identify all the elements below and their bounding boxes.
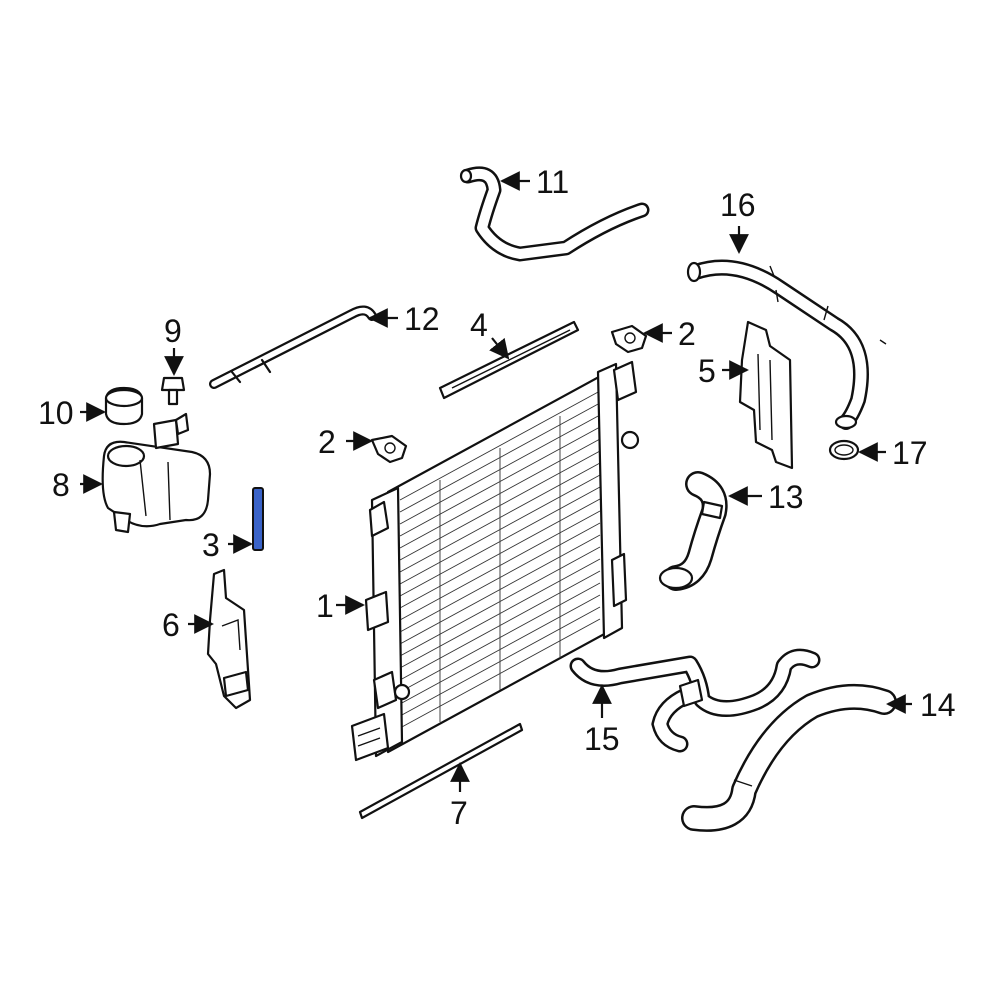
bypass-hose-assembly (569, 648, 821, 753)
callout-13: 13 (768, 479, 804, 515)
lower-radiator-hose (658, 471, 728, 591)
o-ring (828, 439, 860, 461)
upper-air-seal (438, 320, 580, 400)
callout-2: 2 (318, 424, 336, 460)
callout-9: 9 (164, 313, 182, 349)
callout-3: 3 (202, 527, 220, 563)
callout-14: 14 (920, 687, 956, 723)
upper-bracket-tube (209, 305, 377, 389)
callout-1: 1 (316, 588, 334, 624)
callout-6: 6 (162, 607, 180, 643)
lower-air-seal (358, 722, 524, 820)
callout-2: 2 (678, 316, 696, 352)
callout-12: 12 (404, 301, 440, 337)
callout-15: 15 (584, 721, 620, 757)
upper-hose (459, 166, 650, 262)
leader-4 (489, 337, 510, 360)
callout-numbers: 1 2 2 3 4 5 6 7 8 9 10 11 12 13 14 15 16… (38, 164, 956, 831)
callout-10: 10 (38, 395, 74, 431)
callout-11: 11 (536, 164, 569, 200)
large-lower-hose (681, 683, 897, 832)
bolt (160, 376, 186, 406)
callout-17: 17 (892, 435, 928, 471)
callout-7: 7 (450, 795, 468, 831)
reservoir-cap (104, 386, 144, 426)
callout-8: 8 (52, 467, 70, 503)
callout-16: 16 (720, 187, 756, 223)
radiator-core-fins (399, 390, 601, 729)
callout-4: 4 (470, 307, 488, 343)
callout-leaders (80, 171, 912, 792)
radiator (350, 360, 640, 762)
coolant-reservoir (101, 412, 212, 534)
highlighted-seal (252, 487, 264, 551)
seal-strip (252, 487, 264, 551)
left-air-deflector (206, 568, 252, 710)
right-air-deflector (738, 320, 794, 470)
radiator-bracket-left (370, 434, 408, 464)
callout-5: 5 (698, 353, 716, 389)
coolant-pipe (686, 259, 887, 430)
radiator-bracket-right (610, 324, 648, 354)
